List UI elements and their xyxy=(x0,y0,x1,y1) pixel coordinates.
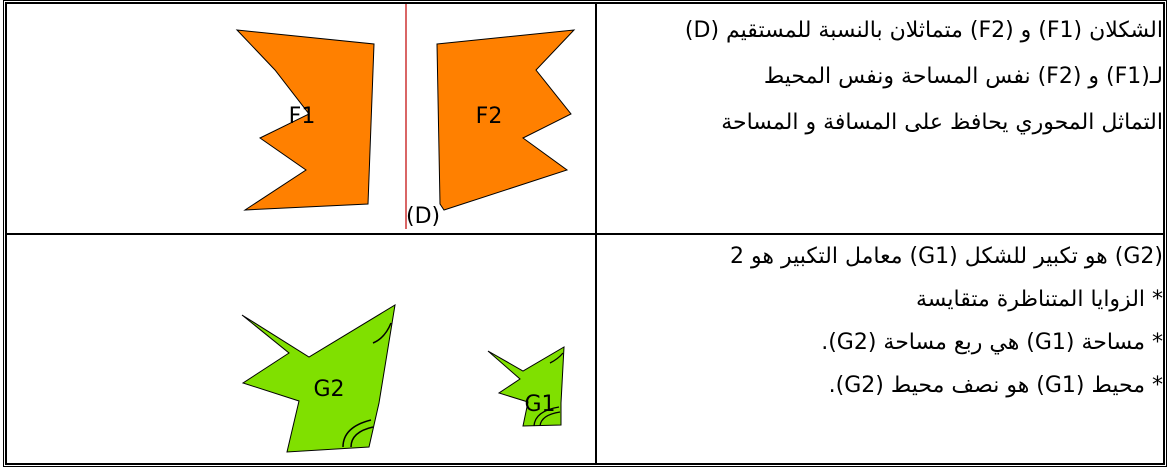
angle-arc xyxy=(350,426,374,448)
table-row: F1 F2 (D) الشكلان (F1) و (F2) متماثلان ب… xyxy=(6,3,1164,234)
enlargement-figure-cell: G2 G1 xyxy=(6,234,596,464)
symmetry-text-cell: الشكلان (F1) و (F2) متماثلان بالنسبة للم… xyxy=(596,3,1164,234)
text-line: * الزوايا المتناظرة متقايسة xyxy=(916,287,1163,312)
angle-arc xyxy=(549,352,564,364)
angle-arc xyxy=(539,411,561,427)
table-row: G2 G1 (G2) هو تكبير للشكل (G1) معامل الت… xyxy=(6,234,1164,464)
text-line: لـ(F1) و (F2) نفس المساحة ونفس المحيط xyxy=(763,64,1163,89)
content-table: F1 F2 (D) الشكلان (F1) و (F2) متماثلان ب… xyxy=(3,0,1167,467)
enlargement-figure: G2 G1 xyxy=(241,304,565,453)
angle-arc xyxy=(342,419,372,448)
enlargement-text-cell: (G2) هو تكبير للشكل (G1) معامل التكبير ه… xyxy=(596,234,1164,464)
angle-arc xyxy=(533,406,560,427)
shape-f1-label: F1 xyxy=(289,104,316,129)
axis-label: (D) xyxy=(406,204,440,229)
shape-f2 xyxy=(436,29,576,211)
shape-f1 xyxy=(235,29,375,211)
text-line: التماثل المحوري يحافظ على المسافة و المس… xyxy=(721,110,1163,135)
shape-g2-label: G2 xyxy=(313,377,344,402)
symmetry-figure-cell: F1 F2 (D) xyxy=(6,3,596,234)
text-line: (G2) هو تكبير للشكل (G1) معامل التكبير ه… xyxy=(730,244,1163,269)
text-line: * محيط (G1) هو نصف محيط (G2). xyxy=(828,373,1163,398)
shape-g2 xyxy=(241,304,396,453)
shape-f2-label: F2 xyxy=(476,104,503,129)
shape-g1-label: G1 xyxy=(524,392,555,417)
text-line: الشكلان (F1) و (F2) متماثلان بالنسبة للم… xyxy=(684,18,1163,43)
shape-g1 xyxy=(487,346,565,427)
text-line: * مساحة (G1) هي ربع مساحة (G2). xyxy=(821,330,1163,355)
symmetry-figure: F1 F2 (D) xyxy=(235,4,576,229)
angle-arc xyxy=(372,322,392,344)
